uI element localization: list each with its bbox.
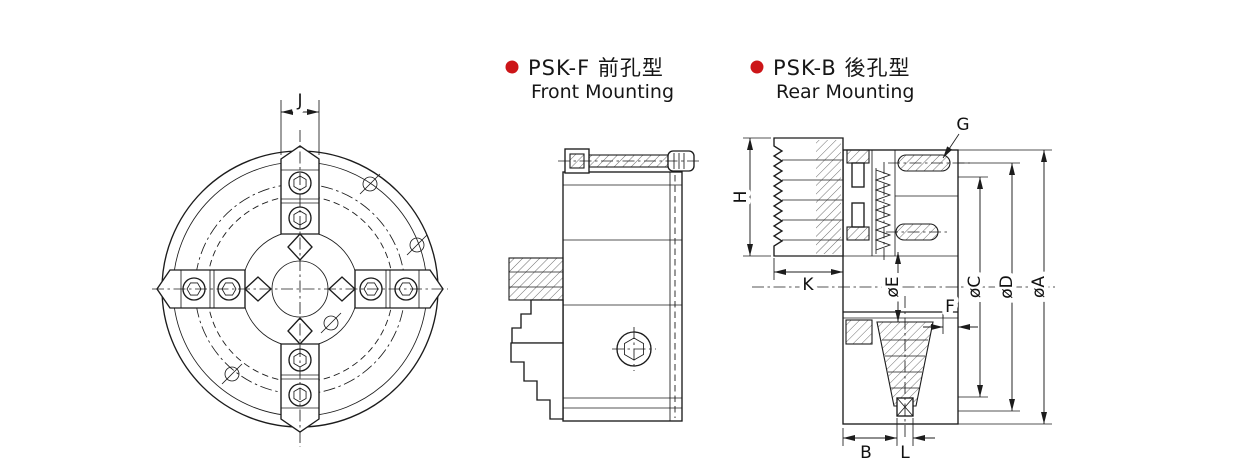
wedge-plunger bbox=[876, 296, 934, 440]
dim-label-l: L bbox=[900, 443, 910, 463]
dim-label-h: H bbox=[731, 191, 751, 204]
mount-hole-icon bbox=[406, 234, 428, 256]
dim-label-c: øC bbox=[965, 276, 985, 298]
psk-b-section-view: H K G F øE bbox=[727, 111, 1055, 468]
g-callout: G bbox=[942, 111, 974, 159]
f-dimension: F bbox=[923, 293, 978, 334]
sectioned-jaw-blocks bbox=[508, 257, 564, 420]
b-l-dimensions: B L bbox=[842, 418, 935, 468]
legend-front-mounting: PSK-F 前孔型 Front Mounting bbox=[505, 56, 674, 103]
front-title: PSK-F 前孔型 bbox=[528, 56, 664, 80]
dim-label-g: G bbox=[956, 115, 969, 135]
socket-screw-icon bbox=[612, 327, 656, 371]
front-subtitle: Front Mounting bbox=[531, 81, 674, 103]
scroll-gear-teeth bbox=[874, 162, 892, 260]
mount-hole-icon bbox=[359, 173, 381, 195]
rear-title: PSK-B 後孔型 bbox=[773, 56, 910, 80]
diameter-dimensions: øE øC øD øA bbox=[879, 149, 1054, 425]
dim-label-d: øD bbox=[997, 275, 1017, 299]
h-dimension: H bbox=[727, 137, 771, 257]
rear-bullet-icon bbox=[750, 60, 764, 74]
k-dimension: K bbox=[773, 258, 843, 300]
chuck-body-section bbox=[562, 171, 683, 422]
jaw-mount-screws bbox=[846, 149, 870, 241]
front-bullet-icon bbox=[505, 60, 519, 74]
chuck-front-view: J bbox=[152, 87, 448, 447]
dim-label-j: J bbox=[296, 91, 302, 111]
rear-subtitle: Rear Mounting bbox=[776, 81, 914, 103]
legend-rear-mounting: PSK-B 後孔型 Rear Mounting bbox=[750, 56, 914, 103]
mount-hole-icon bbox=[221, 363, 243, 385]
dim-label-b: B bbox=[860, 443, 872, 463]
chuck-key-wrench bbox=[558, 148, 702, 174]
serrated-jaw-block bbox=[772, 137, 844, 257]
dim-label-e: øE bbox=[883, 276, 903, 297]
dim-label-k: K bbox=[802, 275, 814, 295]
guideway-block bbox=[845, 319, 873, 345]
dim-label-a: øA bbox=[1029, 276, 1049, 298]
pinion-pin bbox=[886, 154, 970, 241]
mount-hole-icon bbox=[320, 312, 342, 334]
psk-f-section-view bbox=[508, 148, 702, 422]
dim-label-f: F bbox=[945, 297, 955, 317]
